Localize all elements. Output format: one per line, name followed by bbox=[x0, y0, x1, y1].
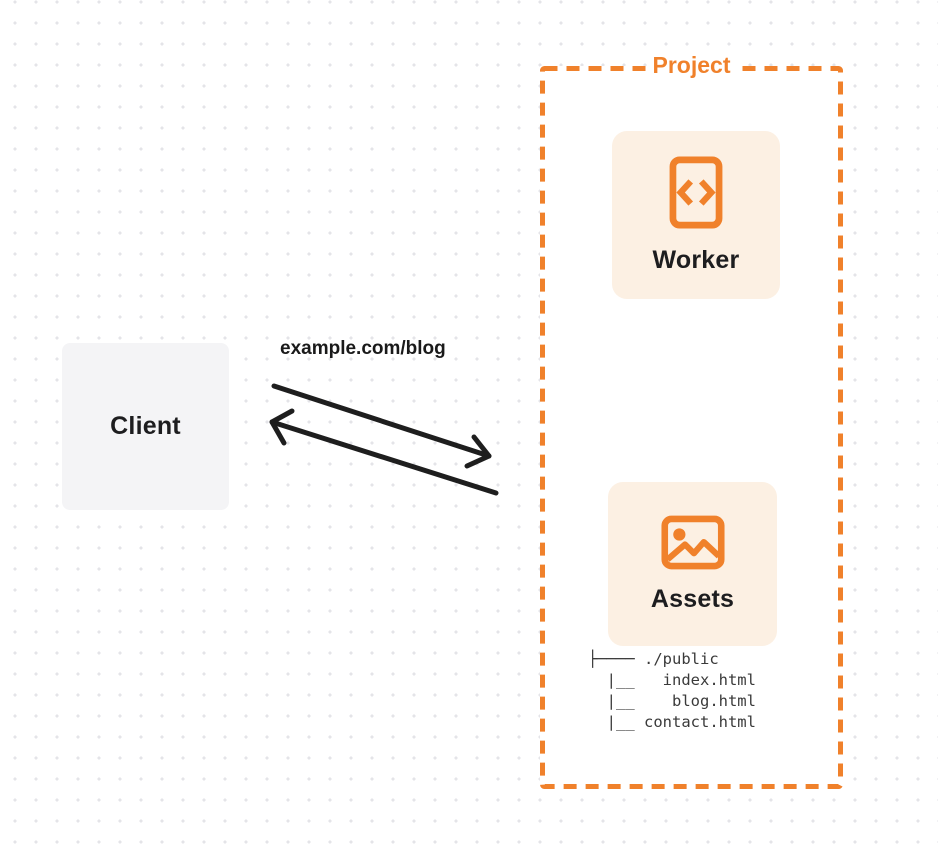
assets-node: Assets bbox=[608, 482, 777, 646]
response-arrow bbox=[269, 408, 499, 496]
client-node: Client bbox=[62, 343, 229, 510]
client-label: Client bbox=[110, 412, 181, 440]
assets-label: Assets bbox=[650, 584, 735, 613]
assets-file-tree: ├──── ./public |__ index.html |__ blog.h… bbox=[588, 650, 756, 731]
worker-label: Worker bbox=[652, 245, 740, 274]
request-url-label: example.com/blog bbox=[280, 338, 446, 359]
code-file-icon bbox=[669, 155, 723, 229]
image-icon bbox=[660, 515, 725, 569]
worker-node: Worker bbox=[612, 131, 780, 299]
request-arrow bbox=[271, 383, 492, 469]
